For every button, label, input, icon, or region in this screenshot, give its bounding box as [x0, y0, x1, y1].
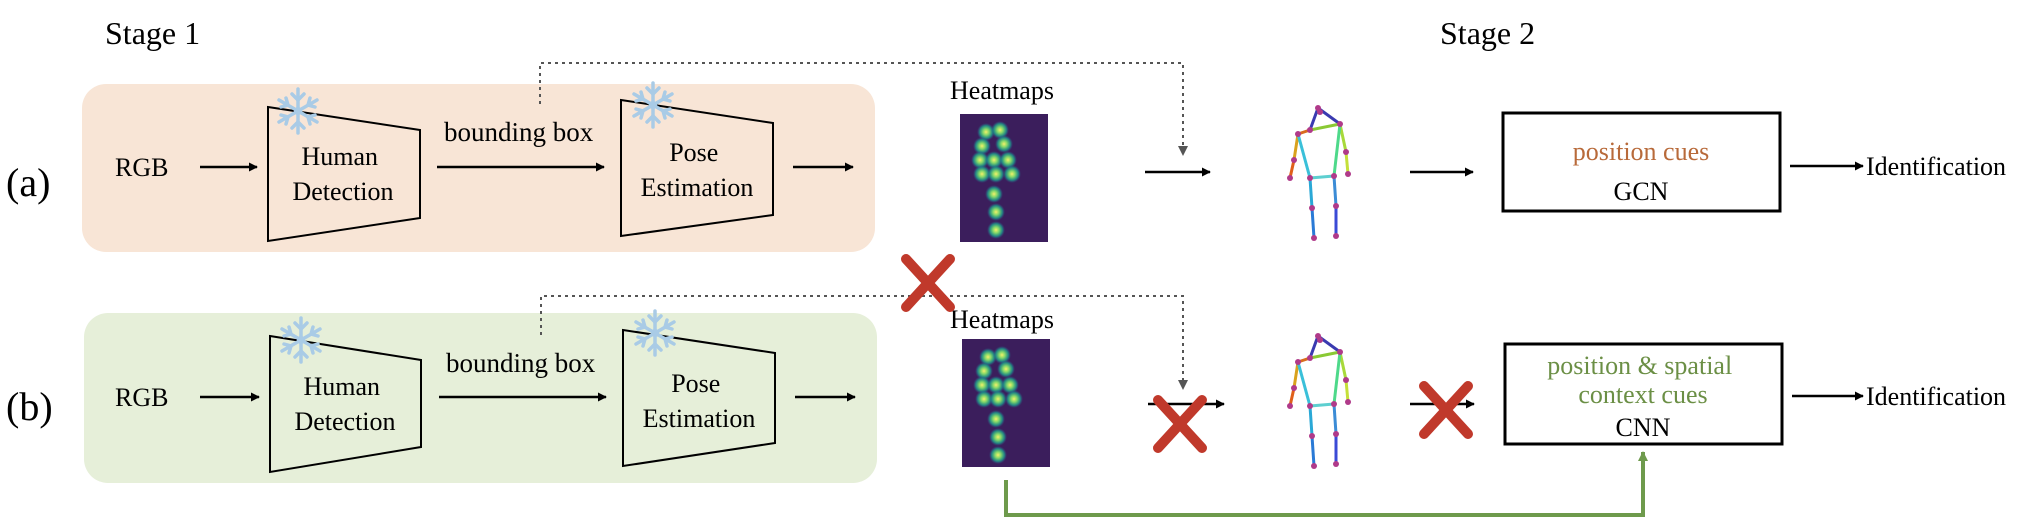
- pose-estimation-label-b: Pose Estimation: [643, 369, 756, 433]
- cross-icon: [1158, 400, 1202, 448]
- bbox-bypass-dotted-b: [540, 295, 1188, 390]
- bbox-bypass-dotted-a: [539, 62, 1188, 156]
- stage-2-label: Stage 2: [1440, 15, 1535, 51]
- skeleton-image: [1287, 333, 1351, 469]
- heatmap-to-cnn-green-arrow: [1004, 451, 1648, 517]
- heatmaps-label-a: Heatmaps: [950, 76, 1054, 105]
- bounding-box-label-b: bounding box: [446, 348, 596, 378]
- human-detection-block-b: [269, 334, 422, 474]
- skeleton-image: [1287, 105, 1351, 241]
- gcn-model-box: [1501, 111, 1782, 213]
- rgb-input-b: RGB: [115, 383, 168, 412]
- row-b: (b) RGB Human Detection bounding box Pos…: [6, 259, 2006, 517]
- heatmaps-label-b: Heatmaps: [950, 305, 1054, 334]
- pose-estimation-label-a: Pose Estimation: [641, 138, 754, 202]
- cnn-model-box: [1503, 342, 1784, 446]
- context-cues-label: position & spatial context cues: [1547, 351, 1738, 409]
- gcn-label: GCN: [1614, 177, 1669, 206]
- human-detection-label-a: Human Detection: [292, 142, 393, 206]
- position-cues-label: position cues: [1573, 137, 1710, 166]
- row-b-tag: (b): [6, 384, 53, 429]
- cross-icon: [1424, 386, 1468, 434]
- pose-estimation-block-b: [622, 328, 776, 468]
- cnn-label: CNN: [1616, 413, 1671, 442]
- stage-1-label: Stage 1: [105, 15, 200, 51]
- row-a: (a) RGB Human Detection bounding box Pos…: [6, 62, 2006, 252]
- rgb-input-a: RGB: [115, 153, 168, 182]
- bounding-box-label-a: bounding box: [444, 117, 594, 147]
- identification-label-b: Identification: [1866, 382, 2006, 411]
- row-a-tag: (a): [6, 160, 50, 205]
- heatmap-image: [960, 114, 1048, 242]
- pose-estimation-block-a: [620, 98, 774, 238]
- heatmap-image: [962, 339, 1050, 467]
- human-detection-block-a: [267, 105, 421, 243]
- cross-icon: [906, 259, 950, 307]
- human-detection-label-b: Human Detection: [294, 372, 395, 436]
- identification-label-a: Identification: [1866, 152, 2006, 181]
